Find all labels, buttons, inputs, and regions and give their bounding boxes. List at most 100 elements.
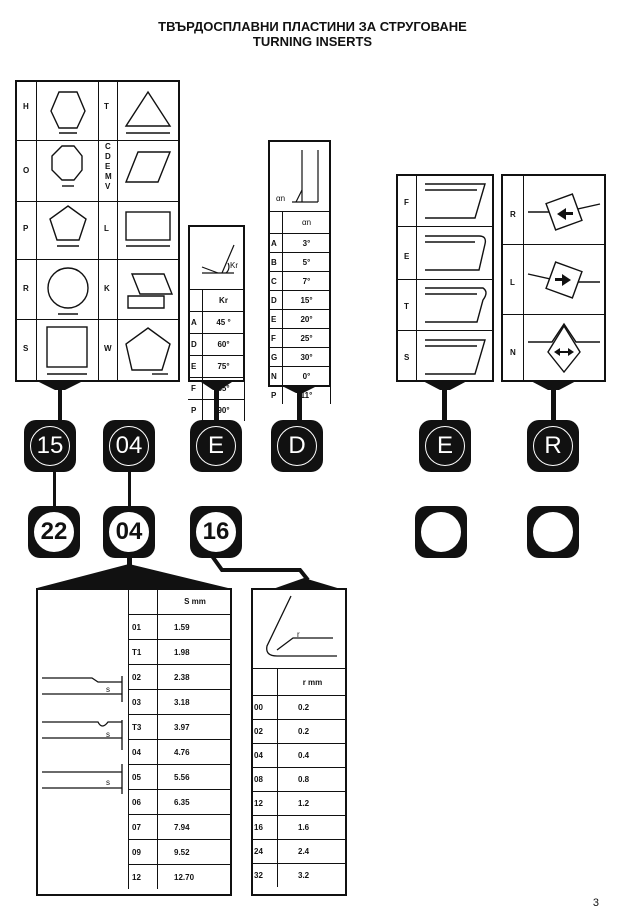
alpha-header: αn: [282, 211, 331, 234]
badge-text: D: [277, 426, 317, 466]
alpha-value: 7°: [282, 271, 331, 291]
kr-value: 90°: [202, 399, 245, 421]
s-label: s: [106, 730, 110, 739]
square-icon: [46, 326, 88, 368]
r-value: 0.4: [277, 743, 347, 768]
shape-code-s: S: [23, 344, 29, 353]
shape-code-l: L: [104, 224, 109, 233]
s-value: 4.76: [157, 739, 232, 765]
r-code: 32: [251, 863, 278, 887]
s-code: 02: [128, 664, 158, 690]
kr-angle-icon: [201, 244, 235, 274]
empty-badge-2: [527, 506, 579, 558]
alpha-code: E: [268, 309, 283, 329]
alpha-value: 5°: [282, 252, 331, 272]
rectangle-icon: [125, 211, 171, 241]
alpha-code: F: [268, 328, 283, 348]
shape-code-r: R: [23, 284, 29, 293]
code-badge-thickness: 04: [103, 506, 155, 558]
shape-code-k: K: [104, 284, 110, 293]
s-value: 7.94: [157, 814, 232, 840]
s-value: 1.98: [157, 639, 232, 665]
kr-code: E: [188, 355, 203, 378]
cutting-direction-panel: R L N: [501, 174, 606, 382]
s-label: s: [106, 685, 110, 694]
shape-code-h: H: [23, 102, 29, 111]
kr-value: 60°: [202, 333, 245, 356]
r-value: 1.2: [277, 791, 347, 816]
s-code: 07: [128, 814, 158, 840]
alpha-code: C: [268, 271, 283, 291]
hand-pointer: [529, 380, 578, 420]
s-code: 01: [128, 614, 158, 640]
badge-text: 15: [30, 426, 70, 466]
alpha-value: 30°: [282, 347, 331, 367]
edge-code-e: E: [404, 252, 410, 261]
code-badge-direction: R: [527, 420, 579, 472]
code-badge-radius: 16: [190, 506, 242, 558]
s-value: 2.38: [157, 664, 232, 690]
shape-icons-left: [46, 91, 89, 375]
kr-pointer: [198, 380, 235, 420]
code-badge-chipbreaker: E: [419, 420, 471, 472]
triangle-icon: [124, 90, 172, 127]
chipbreaker-panel: F E T S: [396, 174, 494, 382]
kr-value: 45 °: [202, 311, 245, 334]
shape-code-t: T: [104, 102, 109, 111]
r-value: 2.4: [277, 839, 347, 864]
r-code: 04: [251, 743, 278, 768]
edge-profile-icons: [425, 183, 487, 375]
r-code: 24: [251, 839, 278, 864]
s-code: 05: [128, 764, 158, 790]
radius-label: r: [297, 630, 300, 639]
edge-pointer: [421, 380, 469, 420]
rhombus-icon: [124, 151, 172, 183]
alpha-value: 20°: [282, 309, 331, 329]
shape-code-o: O: [23, 166, 30, 175]
insert-shape-panel: H O P R S T C D E M V L K W: [15, 80, 180, 382]
hand-icons: [527, 193, 601, 374]
code-badge-size: 15: [24, 420, 76, 472]
clearance-angle-icon: [292, 150, 319, 203]
shape-icons-right: [124, 90, 174, 375]
pentagon-icon: [49, 205, 87, 241]
r-code: 16: [251, 815, 278, 840]
octagon-icon: [51, 145, 83, 181]
edge-code-t: T: [404, 302, 409, 311]
alpha-code: G: [268, 347, 283, 367]
s-header: S mm: [157, 588, 232, 615]
shape-code-p: P: [23, 224, 29, 233]
s-code: T1: [128, 639, 158, 665]
s-value: 12.70: [157, 864, 232, 889]
edge-code-f: F: [404, 198, 409, 207]
badge-text: E: [196, 426, 236, 466]
hexagon-icon: [50, 91, 86, 129]
s-value: 3.97: [157, 714, 232, 740]
page-number: 3: [592, 897, 599, 909]
r-code: 12: [251, 791, 278, 816]
r-value: 0.8: [277, 767, 347, 792]
badge-text: 04: [109, 512, 149, 552]
s-code: 03: [128, 689, 158, 715]
alpha-code: N: [268, 366, 283, 386]
parallelogram-icon: [130, 273, 174, 295]
thickness-pointer: [37, 556, 228, 588]
page-title-en: TURNING INSERTS: [252, 34, 373, 49]
s-code: 04: [128, 739, 158, 765]
r-code: 00: [251, 695, 278, 720]
r-value: 0.2: [277, 719, 347, 744]
s-value: 6.35: [157, 789, 232, 815]
hand-code-l: L: [510, 278, 515, 287]
r-code: 02: [251, 719, 278, 744]
shape-pointer: [35, 380, 85, 420]
badge-text: 16: [196, 512, 236, 552]
hand-code-r: R: [510, 210, 516, 219]
s-code: 12: [128, 864, 158, 889]
code-badge-dimension: 22: [28, 506, 80, 558]
